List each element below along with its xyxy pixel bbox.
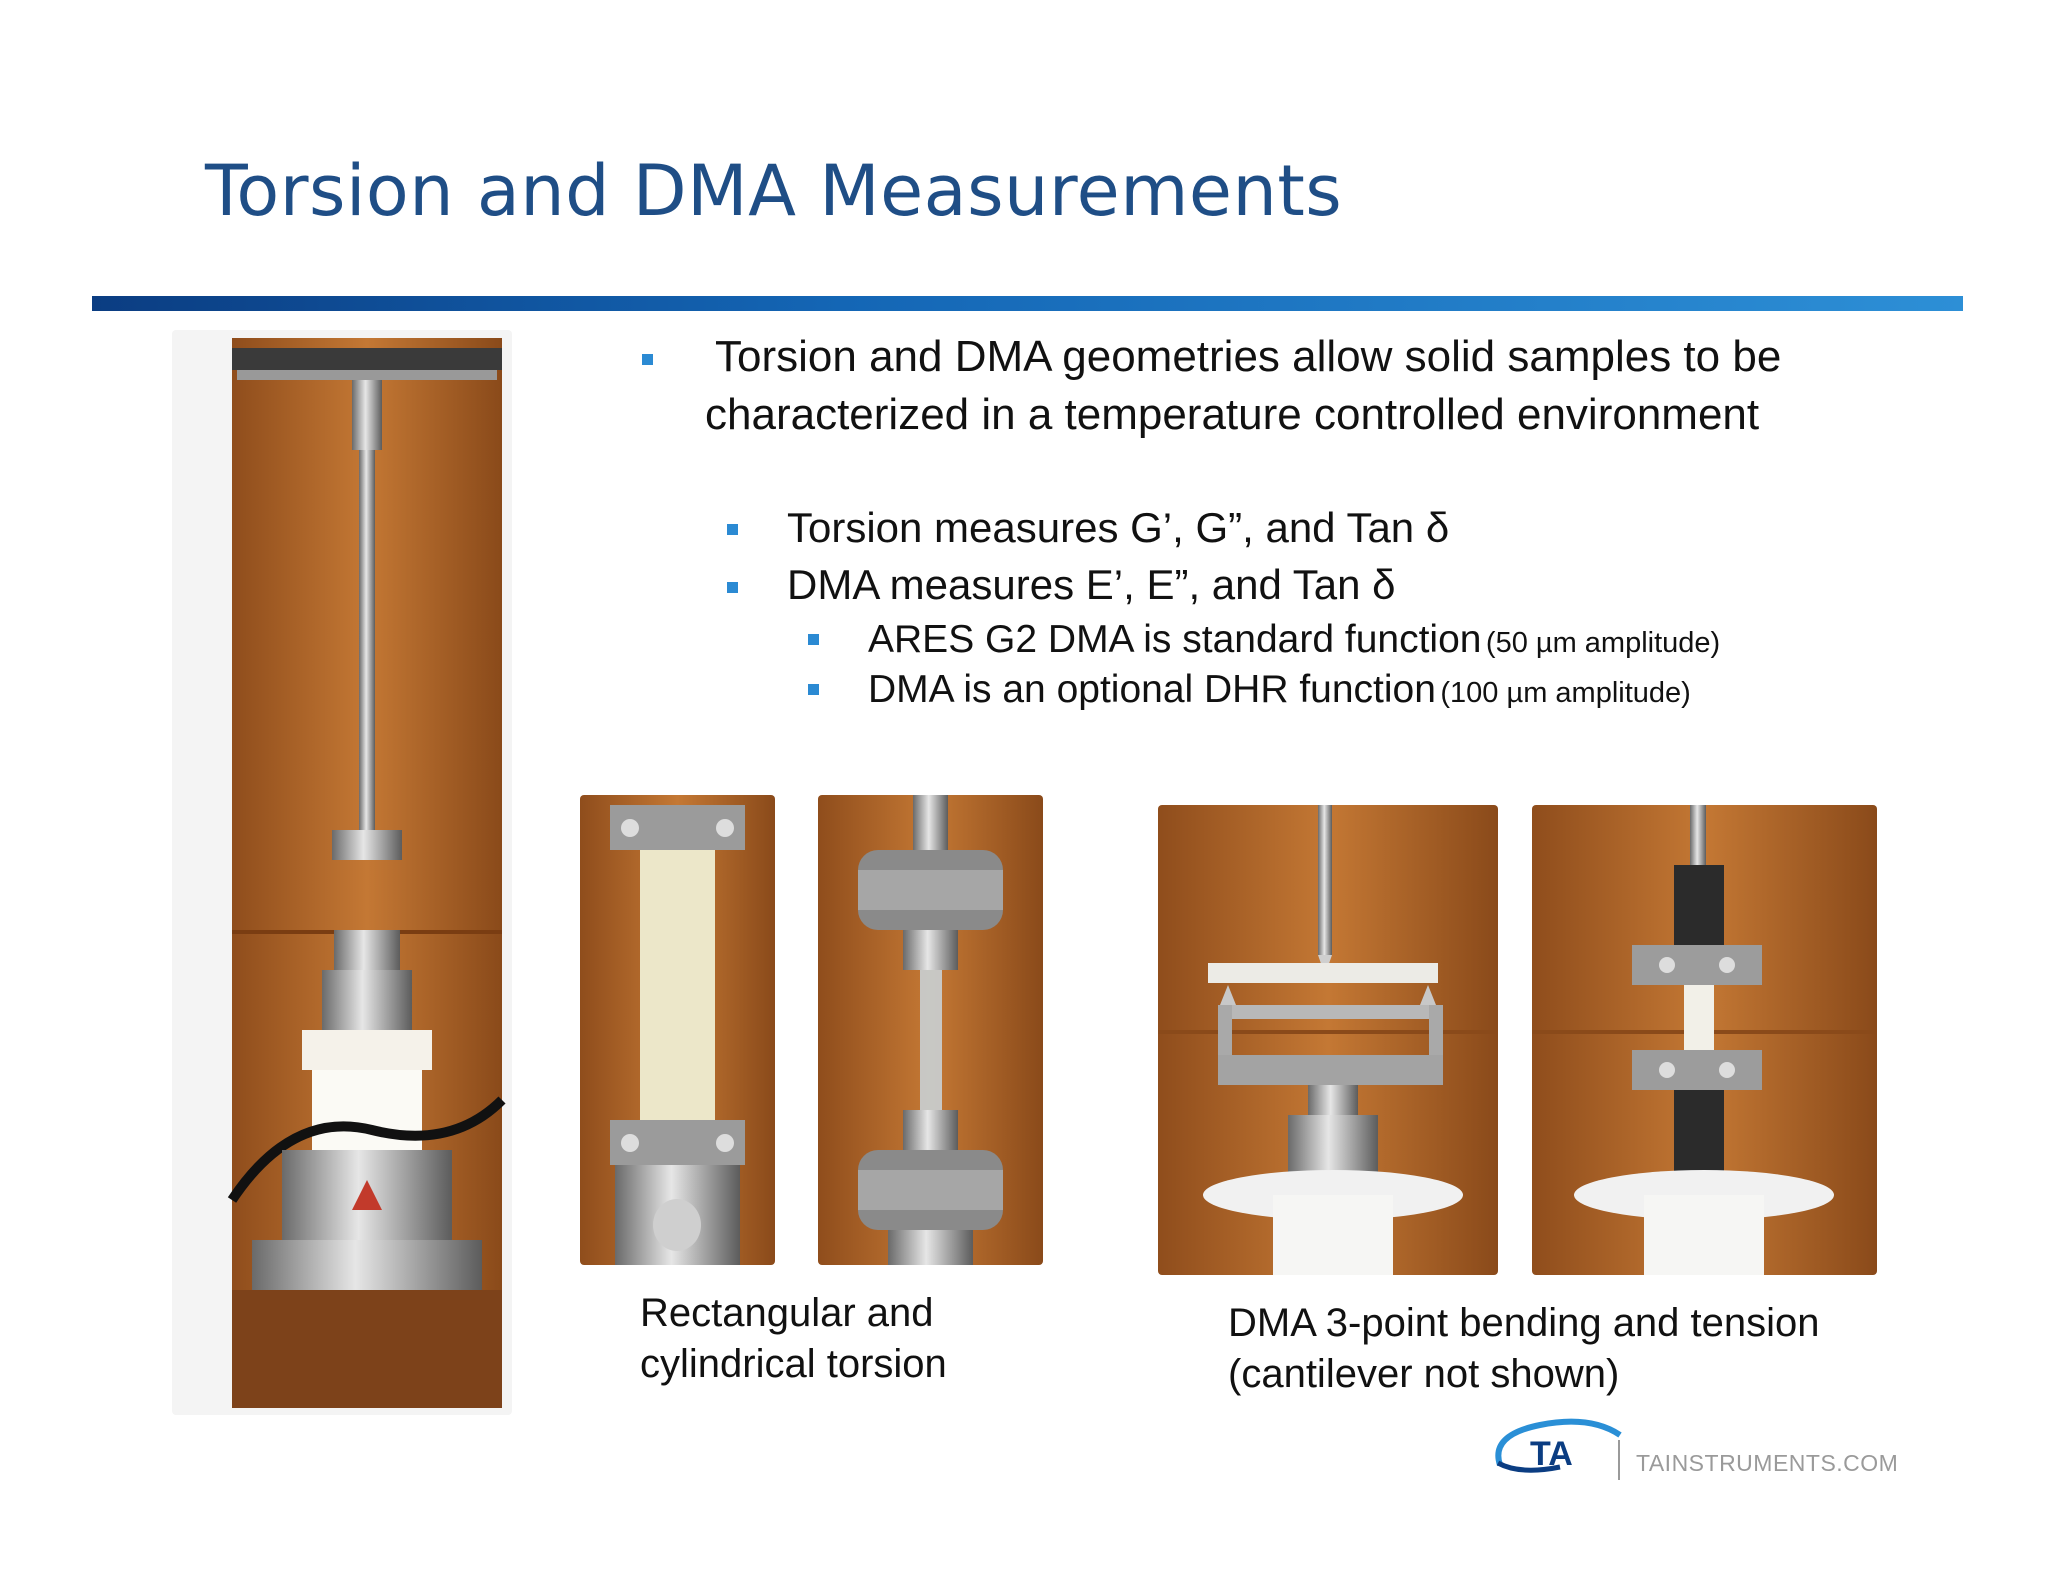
- bullet-marker: [727, 524, 738, 535]
- three-point-bending-photo: [1158, 805, 1498, 1275]
- ares-bullet: ARES G2 DMA is standard function (50 µm …: [868, 618, 1720, 662]
- torsion-caption: Rectangular and cylindrical torsion: [640, 1288, 947, 1390]
- dhr-amplitude-note: (100 µm amplitude): [1440, 677, 1691, 709]
- ares-bullet-text: ARES G2 DMA is standard function: [868, 618, 1482, 661]
- slide-title: Torsion and DMA Measurements: [205, 150, 1343, 232]
- dma-bullet-text: DMA measures E’, E”, and Tan: [787, 561, 1361, 608]
- torsion-bullet-text: Torsion measures G’, G”, and Tan: [787, 504, 1415, 551]
- torsion-caption-line1: Rectangular and: [640, 1291, 934, 1335]
- dma-bullet: DMA measures E’, E”, and Tan δ: [787, 561, 1396, 609]
- dma-caption: DMA 3-point bending and tension (cantile…: [1228, 1298, 1820, 1400]
- dhr-bullet: DMA is an optional DHR function (100 µm …: [868, 668, 1691, 712]
- bullet-marker: [808, 634, 819, 645]
- bullet-text-continued: characterized in a temperature controlle…: [705, 390, 1760, 439]
- dhr-bullet-text: DMA is an optional DHR function: [868, 668, 1436, 711]
- bullet-marker: [727, 582, 738, 593]
- torsion-caption-line2: cylindrical torsion: [640, 1342, 947, 1386]
- title-divider: [92, 296, 1963, 311]
- bullet-marker: [642, 354, 653, 365]
- cylindrical-torsion-photo: [818, 795, 1043, 1265]
- ares-amplitude-note: (50 µm amplitude): [1485, 627, 1721, 659]
- tension-photo: [1532, 805, 1877, 1275]
- delta-symbol: δ: [1372, 561, 1396, 608]
- rectangular-torsion-photo: [580, 795, 775, 1265]
- dma-caption-line2: (cantilever not shown): [1228, 1352, 1620, 1396]
- website-link[interactable]: TAINSTRUMENTS.COM: [1636, 1450, 1899, 1476]
- torsion-bullet: Torsion measures G’, G”, and Tan δ: [787, 504, 1449, 552]
- logo-divider: [1618, 1440, 1620, 1480]
- bullet-text: Torsion and DMA geometries allow solid s…: [715, 332, 1782, 381]
- bullet-marker: [808, 684, 819, 695]
- ta-instruments-logo: TA: [1480, 1405, 1890, 1485]
- logo-mark: TA: [1530, 1435, 1573, 1473]
- instrument-photo: [172, 330, 512, 1415]
- delta-symbol: δ: [1425, 504, 1450, 551]
- dma-caption-line1: DMA 3-point bending and tension: [1228, 1301, 1820, 1345]
